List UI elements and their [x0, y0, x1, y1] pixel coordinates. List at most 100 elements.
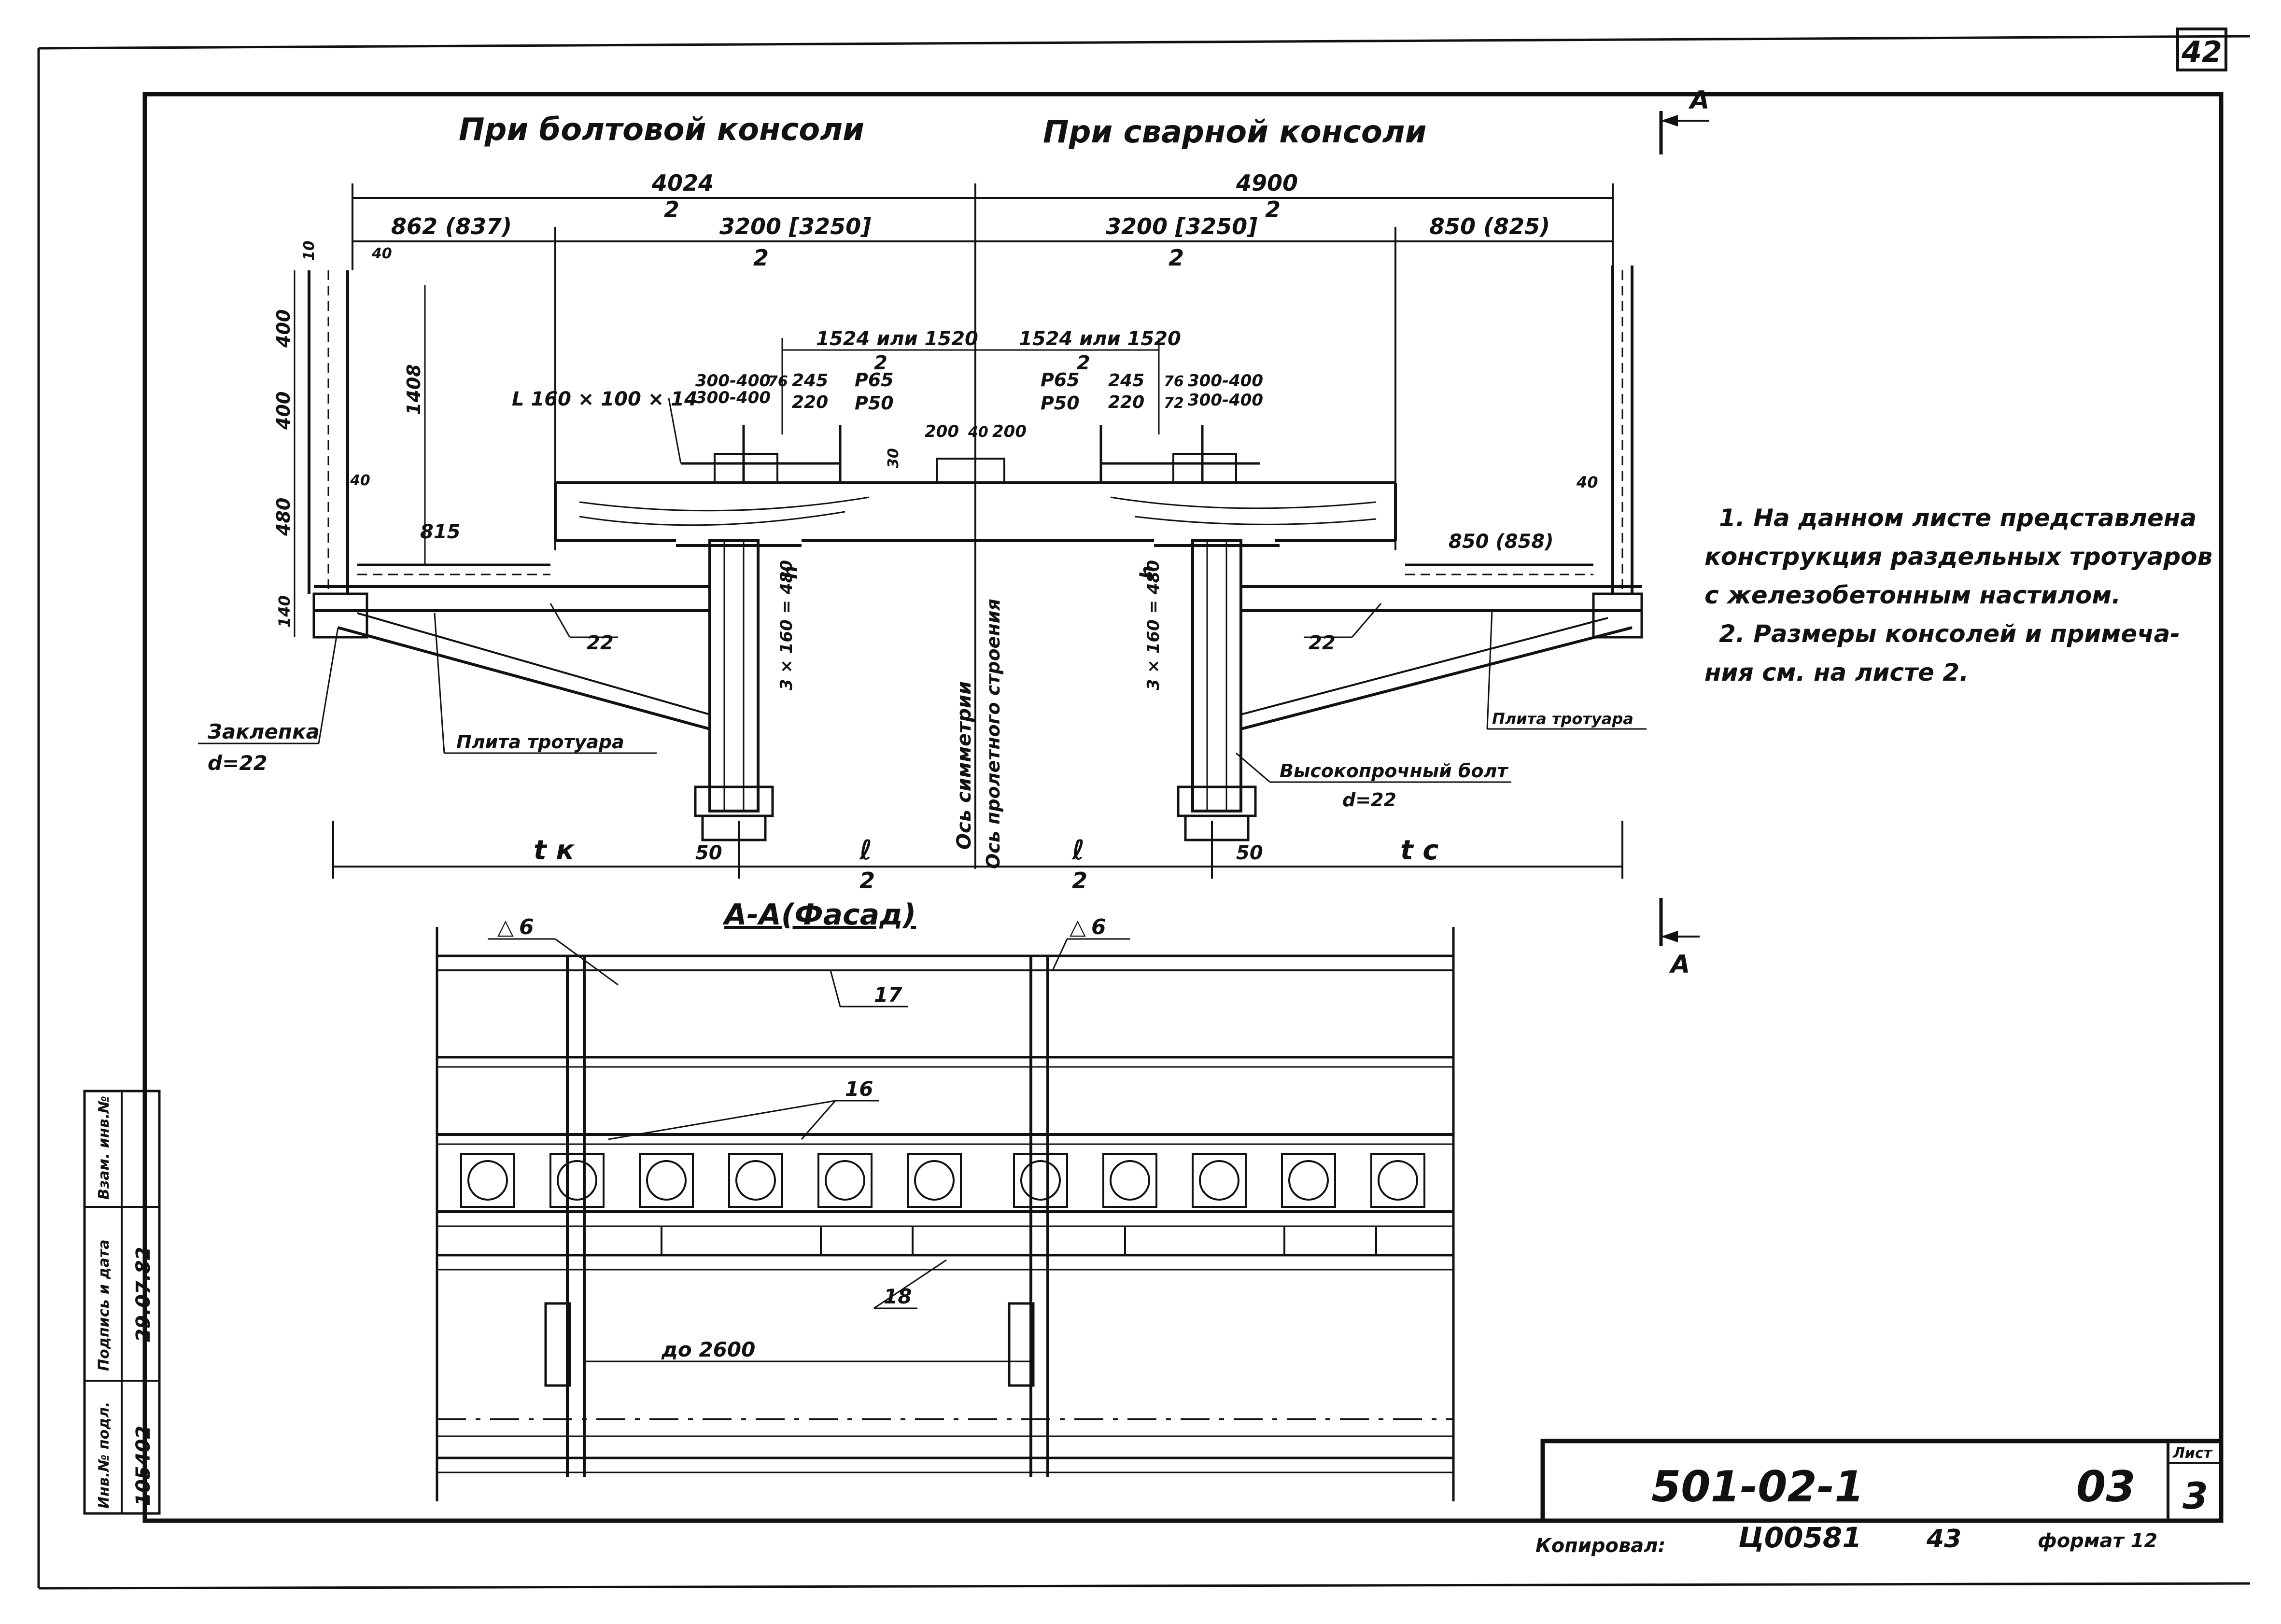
- section-mark-top-letter: А: [1688, 86, 1709, 115]
- stamp-inv-value: 105402: [132, 1426, 155, 1506]
- note-line-2: конструкция раздельных тротуаров: [1704, 543, 2212, 571]
- dim-72-right: 72: [1164, 395, 1184, 412]
- dim-rivet-pitch-right: 3 × 160 = 480: [1144, 560, 1163, 690]
- dim-245-left: 245: [792, 371, 828, 391]
- left-sidewalk-console: [308, 270, 710, 730]
- section-mark-top: А: [1659, 86, 1709, 154]
- drawing-code: 501-02-1: [1651, 1462, 1864, 1512]
- dim-200-left: 200: [925, 422, 959, 441]
- stamp-replace-label: Взам. инв.№: [96, 1096, 113, 1200]
- dim-right-console: 850 (825): [1429, 213, 1550, 239]
- page-number-box: 42: [2176, 28, 2227, 71]
- dim-gauge-right: 1524 или 1520: [1019, 328, 1181, 350]
- rivet-label: Заклепка: [207, 720, 320, 743]
- bolt-diameter: d=22: [1342, 789, 1396, 811]
- dim-left-console: 862 (837): [391, 213, 512, 239]
- dim-h-left: h: [779, 566, 802, 579]
- dim-two-right: 2: [1169, 245, 1184, 271]
- dim-w815: 815: [420, 521, 461, 543]
- dim-22-right: 22: [1309, 632, 1336, 654]
- dim-h40-top: 40: [371, 245, 392, 262]
- stamp-date-value: 29.07.82: [132, 1247, 155, 1342]
- dim-half-width-right: 3200 [3250]: [1106, 213, 1257, 239]
- note-line-1: 1. На данном листе представлена: [1719, 504, 2197, 532]
- section-title: А-А(Фасад): [722, 898, 916, 932]
- facade-callouts: [488, 938, 1130, 1362]
- spacing-label: до 2600: [661, 1338, 755, 1361]
- bottom-dimension-chain: [332, 821, 1623, 879]
- slab-label-right: Плита тротуара: [1492, 710, 1633, 728]
- position-18: 18: [884, 1285, 912, 1308]
- right-sidewalk-console: [1240, 266, 1643, 730]
- dim-rails-left-bottom: 300-400: [695, 388, 771, 407]
- deck-slab: [554, 425, 1397, 542]
- dim-left-total: 4024: [651, 170, 714, 196]
- dim-tk: t к: [534, 835, 575, 866]
- dim-245-right: 245: [1108, 371, 1144, 391]
- position-16: 16: [845, 1077, 873, 1101]
- dim-22-left: 22: [587, 632, 614, 654]
- dim-w850: 850 (858): [1449, 531, 1553, 553]
- dim-tc: t с: [1400, 835, 1438, 866]
- rivet-diameter: d=22: [208, 751, 268, 775]
- dim-40: 40: [968, 424, 988, 441]
- dim-left-half: 2: [664, 196, 679, 223]
- heading-bolted: При болтовой консоли: [459, 112, 864, 148]
- dim-200-right: 200: [992, 422, 1027, 441]
- note-line-4: 2. Размеры консолей и примеча-: [1719, 620, 2180, 648]
- left-main-girder: [676, 539, 802, 841]
- dim-220-left: 220: [792, 392, 828, 412]
- dim-right-half: 2: [1265, 196, 1281, 223]
- section-mark-bottom: А: [1659, 898, 1700, 979]
- bolt-label: Высокопрочный болт: [1280, 760, 1508, 782]
- list-label: Лист: [2172, 1445, 2213, 1462]
- dim-rails-right-top: 300-400: [1188, 371, 1263, 391]
- note-line-5: ния см. на листе 2.: [1704, 658, 1969, 686]
- dim-h40-left: 40: [350, 472, 370, 489]
- rail-p65-right: Р65: [1041, 369, 1080, 391]
- right-main-girder: [1154, 539, 1280, 841]
- facade-section: [436, 927, 1455, 1501]
- dim-gauge-left-half: 2: [874, 352, 887, 374]
- album-number: 03: [2076, 1462, 2135, 1512]
- dim-76-right: 76: [1164, 373, 1184, 390]
- dim-76-left: 76: [768, 373, 788, 390]
- tie-plate-row: [460, 1153, 1425, 1208]
- heading-welded: При сварной консоли: [1043, 114, 1427, 150]
- list-number: 3: [2182, 1474, 2208, 1517]
- page-number: 42: [2181, 35, 2222, 69]
- dim-h480: 480: [273, 498, 294, 536]
- dim-rivet-pitch-left: 3 × 160 = 480: [777, 560, 796, 690]
- dimension-lines-top: [352, 183, 1614, 869]
- title-block: 501-02-1 03 Лист 3 Копировал: Ц00581 43 …: [1535, 1439, 2224, 1557]
- dim-right-total: 4900: [1236, 170, 1298, 196]
- dim-l-left: ℓ: [859, 835, 872, 866]
- weld-mark-left: △: [497, 915, 514, 939]
- rail-p50-right: Р50: [1041, 392, 1080, 414]
- dim-50-right: 50: [1236, 842, 1263, 864]
- dim-rails-left-top: 300-400: [695, 371, 771, 391]
- dim-h1408: 1408: [403, 364, 424, 415]
- copy-number: 43: [1926, 1525, 1961, 1554]
- dim-220-right: 220: [1108, 392, 1144, 412]
- rail-p65-left: Р65: [855, 369, 894, 391]
- dim-h400-mid: 400: [273, 392, 294, 430]
- dim-half-width-left: 3200 [3250]: [719, 213, 871, 239]
- dim-two-left: 2: [753, 245, 769, 271]
- dim-h40-right: 40: [1576, 473, 1598, 491]
- sheet-frame: [37, 35, 2251, 1590]
- dim-50-left: 50: [695, 842, 722, 864]
- stamp-inv-label: Инв.№ подл.: [96, 1401, 113, 1509]
- dim-l-right: ℓ: [1071, 835, 1084, 866]
- axis-span-label: Ось пролетного строения: [983, 599, 1004, 869]
- dim-h400-top: 400: [273, 309, 294, 348]
- dim-rails-right-bottom: 300-400: [1188, 391, 1263, 410]
- stamp-sign-label: Подпись и дата: [96, 1240, 113, 1371]
- copied-label: Копировал:: [1535, 1535, 1666, 1557]
- gauge-dims: [781, 338, 1160, 434]
- dim-l-right-half: 2: [1072, 868, 1087, 894]
- left-stamp: Инв.№ подл. Подпись и дата Взам. инв.№ 1…: [83, 1090, 161, 1515]
- angle-profile-label: L 160 × 100 × 14: [512, 388, 698, 410]
- left-height-dims: [294, 270, 426, 637]
